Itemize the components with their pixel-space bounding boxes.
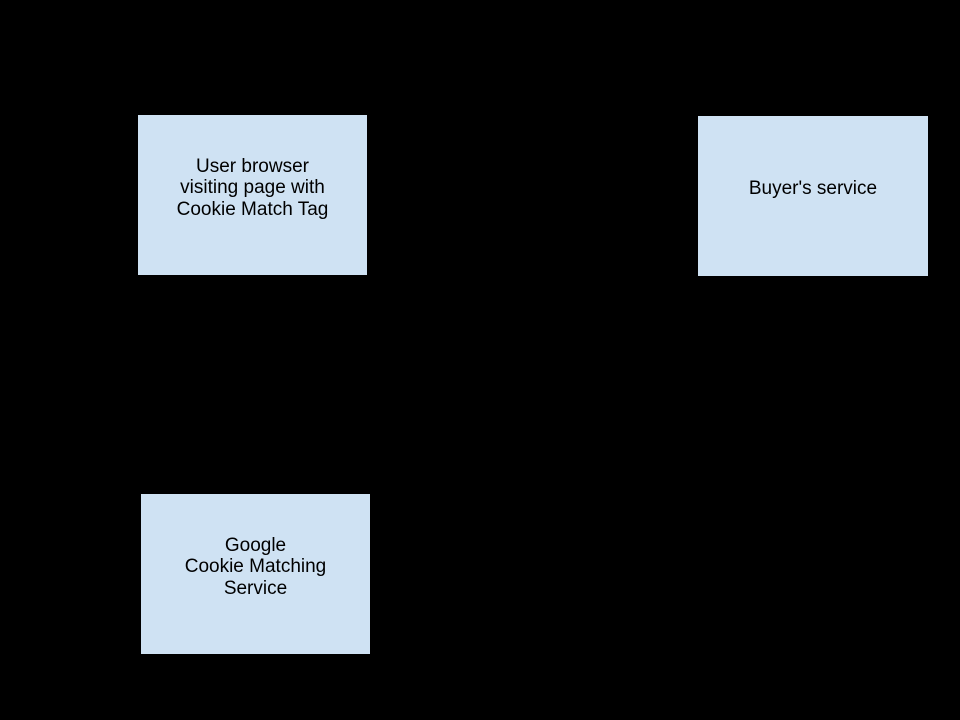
node-user-browser-label-line-3: Cookie Match Tag [176,198,329,220]
node-user-browser-label: User browser visiting page with Cookie M… [177,156,329,221]
node-user-browser-label-line-2: visiting page with [180,177,325,199]
node-buyers-service-label-line-1: Buyer's service [748,178,878,200]
node-google-cms-label-line-1: Google [224,534,287,556]
node-user-browser-label-line-1: User browser [196,155,309,177]
node-user-browser: User browser visiting page with Cookie M… [137,114,368,276]
node-google-cookie-matching-service-label: Google Cookie Matching Service [185,535,327,600]
node-google-cms-label-line-2: Cookie Matching [184,556,327,578]
node-buyers-service-label: Buyer's service [749,178,877,200]
node-google-cms-label-line-3: Service [223,577,288,599]
node-google-cookie-matching-service: Google Cookie Matching Service [140,493,371,655]
node-buyers-service: Buyer's service [697,115,929,277]
